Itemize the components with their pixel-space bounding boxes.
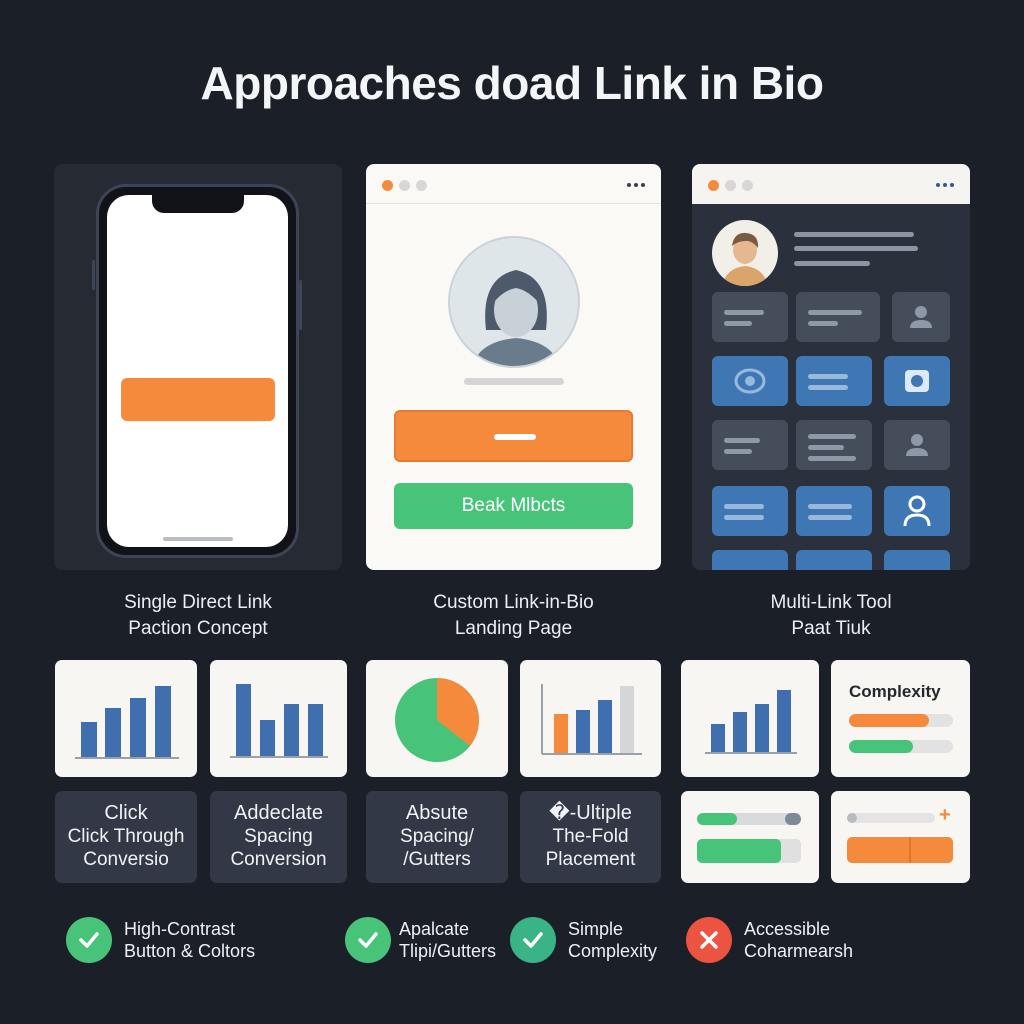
phone-side-button <box>299 280 302 330</box>
link-tile[interactable] <box>796 356 872 406</box>
phone-side-button <box>92 260 95 290</box>
user-outline-icon <box>903 495 931 527</box>
profile-text-line <box>794 246 918 251</box>
camera-icon <box>905 370 929 392</box>
window-controls <box>708 180 753 191</box>
profile-avatar <box>712 220 778 286</box>
green-button-label: Beak Mlbcts <box>461 495 566 516</box>
window-dot-icon[interactable] <box>742 180 753 191</box>
user-icon <box>910 306 932 328</box>
phone-notch <box>151 195 244 213</box>
user-tile[interactable] <box>884 420 950 470</box>
metric-card-gutters: Absute Spacing/ /Gutters <box>366 791 508 883</box>
phone-screen <box>107 195 288 547</box>
window-dot-icon[interactable] <box>725 180 736 191</box>
complexity-label: Complexity <box>849 682 941 701</box>
metric-card-click-through: Click Click Through Conversio <box>55 791 197 883</box>
link-tile[interactable] <box>796 550 872 570</box>
bar-chart-card <box>681 660 819 777</box>
green-link-button[interactable]: Beak Mlbcts <box>394 483 633 529</box>
close-icon <box>686 917 732 963</box>
bar-chart-icon <box>541 684 642 755</box>
orange-link-button[interactable] <box>394 410 633 462</box>
pie-chart-card <box>366 660 508 777</box>
check-icon <box>345 917 391 963</box>
link-tile[interactable] <box>796 292 880 342</box>
primary-link-button[interactable] <box>121 378 275 421</box>
complexity-fill-green <box>849 740 913 753</box>
window-controls <box>382 180 427 191</box>
metric-card-fold-placement: �-Ultiple The-Fold Placement <box>520 791 661 883</box>
more-menu-icon[interactable] <box>627 183 645 187</box>
target-icon <box>734 368 766 394</box>
profile-avatar <box>448 236 580 368</box>
profile-text-line <box>794 232 914 237</box>
link-tile[interactable] <box>712 356 788 406</box>
check-icon <box>66 917 112 963</box>
metric-card-spacing: Addeclate Spacing Conversion <box>210 791 347 883</box>
user-icon <box>906 434 928 456</box>
more-menu-icon[interactable] <box>936 183 954 187</box>
profile-text-line <box>794 261 870 266</box>
window-dot-icon[interactable] <box>382 180 393 191</box>
link-tile[interactable] <box>884 550 950 570</box>
link-tile[interactable] <box>712 420 788 470</box>
custom-landing-panel: Beak Mlbcts <box>366 164 661 570</box>
female-avatar-icon <box>472 270 560 366</box>
progress-card <box>681 791 819 883</box>
check-icon <box>510 917 556 963</box>
pie-chart-icon <box>395 678 480 762</box>
window-dot-icon[interactable] <box>416 180 427 191</box>
phone-home-indicator <box>162 537 233 541</box>
profile-tile[interactable] <box>884 486 950 536</box>
link-tile[interactable] <box>712 486 788 536</box>
male-avatar-icon <box>722 232 768 286</box>
complexity-fill-orange <box>849 714 929 727</box>
window-dot-icon[interactable] <box>708 180 719 191</box>
bar-chart-icon <box>75 686 179 759</box>
name-placeholder-line <box>464 378 564 385</box>
bar-chart-card <box>520 660 661 777</box>
camera-tile[interactable] <box>884 356 950 406</box>
bar-chart-card <box>210 660 347 777</box>
progress-card: + <box>831 791 970 883</box>
phone-mockup <box>96 184 299 558</box>
bar-chart-icon <box>230 684 328 758</box>
bar-chart-card <box>55 660 197 777</box>
window-dot-icon[interactable] <box>399 180 410 191</box>
browser-toolbar <box>692 164 970 204</box>
page-title: Approaches doad Link in Bio <box>200 57 824 109</box>
bar-chart-icon <box>705 690 797 754</box>
link-tile[interactable] <box>796 486 872 536</box>
multi-link-panel <box>692 164 970 570</box>
plus-icon[interactable]: + <box>939 804 951 826</box>
link-tile[interactable] <box>796 420 872 470</box>
link-tile[interactable] <box>712 292 788 342</box>
browser-toolbar <box>366 164 661 204</box>
user-tile[interactable] <box>892 292 950 342</box>
link-tile[interactable] <box>712 550 788 570</box>
complexity-card: Complexity <box>831 660 970 777</box>
